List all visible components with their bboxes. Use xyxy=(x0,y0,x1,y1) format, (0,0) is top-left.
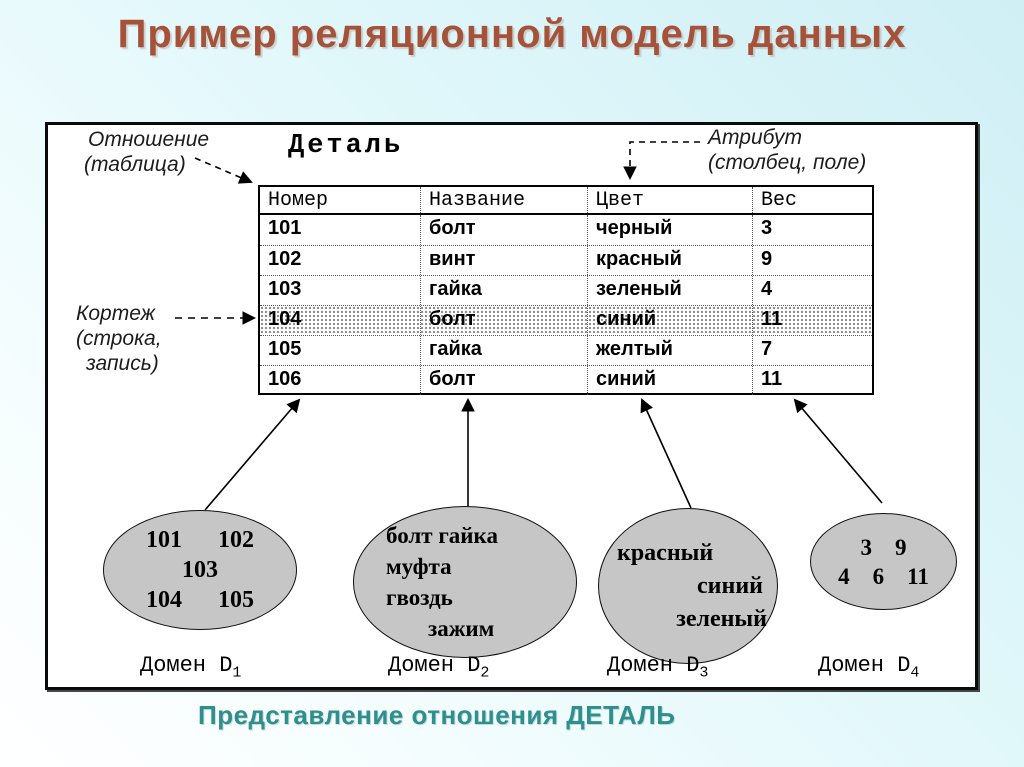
tuple-annotation-title: Кортеж xyxy=(76,302,156,325)
tuple-annotation-line3: запись) xyxy=(86,352,159,375)
domain-label-subscript: 1 xyxy=(232,664,242,682)
cell-weight: 11 xyxy=(752,366,872,395)
cell-number: 101 xyxy=(268,217,302,239)
domain-values-line: 104 105 xyxy=(146,587,254,613)
table-header-row: Номер Название Цвет Вес xyxy=(260,187,872,215)
domain-values-line: 101 102 xyxy=(146,527,254,553)
table-name: Деталь xyxy=(288,131,404,161)
cell-name: гайка xyxy=(420,336,587,365)
domain-label-subscript: 2 xyxy=(480,664,490,682)
arrow-attribute-to-column xyxy=(623,141,700,181)
domain-label-text: Домен D xyxy=(818,653,911,678)
attribute-annotation-subtitle: (столбец, поле) xyxy=(708,151,867,174)
attribute-annotation-title: Атрибут xyxy=(708,126,802,149)
cell-number: 105 xyxy=(268,338,302,360)
relation-table: Номер Название Цвет Вес 101 болт черный … xyxy=(258,185,874,395)
domain-4-ellipse: 3 9 4 6 11 xyxy=(810,513,957,610)
cell-color: желтый xyxy=(587,336,752,365)
column-header: Вес xyxy=(752,187,872,213)
domain-values-line: 3 9 xyxy=(860,534,907,560)
domain-label-text: Домен D xyxy=(607,653,700,678)
column-header: Название xyxy=(420,187,587,213)
tuple-annotation-line2: (строка, xyxy=(76,327,162,350)
cell-color: красный xyxy=(587,246,752,275)
domain-1-label: Домен D1 xyxy=(140,653,241,681)
cell-number: 104 xyxy=(268,308,302,330)
domain-values-line: красный xyxy=(617,539,714,566)
cell-name: болт xyxy=(420,366,587,395)
cell-weight: 4 xyxy=(752,276,872,305)
cell-color: синий xyxy=(587,366,752,395)
diagram-panel: Отношение (таблица) Деталь Атрибут (стол… xyxy=(45,122,978,690)
slide-caption: Представление отношения ДЕТАЛЬ xyxy=(198,700,676,730)
domain-label-subscript: 3 xyxy=(699,664,709,682)
cell-weight: 9 xyxy=(752,246,872,275)
relation-annotation-subtitle: (таблица) xyxy=(84,153,186,176)
attribute-annotation: Атрибут (столбец, поле) xyxy=(708,125,866,175)
cell-color: черный xyxy=(587,215,752,245)
cell-name: болт xyxy=(420,306,587,335)
domain-2-label: Домен D2 xyxy=(388,653,489,681)
domain-values-line: болт гайка xyxy=(386,523,498,548)
table-row-highlighted-tuple: 104 болт синий 11 xyxy=(260,305,872,335)
tuple-annotation: Кортеж (строка, запись) xyxy=(76,301,162,376)
domain-values-line: зажим xyxy=(428,616,495,641)
cell-name: болт xyxy=(420,215,587,245)
cell-name: винт xyxy=(420,246,587,275)
arrow-domain4-to-column xyxy=(793,398,883,504)
cell-weight: 3 xyxy=(752,215,872,245)
domain-3-ellipse: красный синий зеленый xyxy=(598,508,778,664)
domain-4-label: Домен D4 xyxy=(818,653,919,681)
domain-label-text: Домен D xyxy=(388,653,481,678)
cell-color: зеленый xyxy=(587,276,752,305)
domain-values-line: муфта xyxy=(386,554,452,579)
domain-label-subscript: 4 xyxy=(910,664,920,682)
table-row: 102 винт красный 9 xyxy=(260,245,872,275)
table-row: 106 болт синий 11 xyxy=(260,365,872,395)
cell-color: синий xyxy=(587,306,752,335)
column-header: Цвет xyxy=(587,187,752,213)
arrow-domain3-to-column xyxy=(640,398,692,509)
cell-number: 103 xyxy=(268,278,302,300)
domain-3-label: Домен D3 xyxy=(607,653,708,681)
cell-number: 106 xyxy=(268,368,302,390)
cell-name: гайка xyxy=(420,276,587,305)
domain-2-ellipse: болт гайка муфта гвоздь зажим xyxy=(353,506,577,658)
cell-weight: 7 xyxy=(752,336,872,365)
table-row: 101 болт черный 3 xyxy=(260,215,872,245)
cell-weight: 11 xyxy=(752,306,872,335)
column-header: Номер xyxy=(268,189,329,212)
relation-annotation: Отношение (таблица) xyxy=(84,127,209,177)
domain-values-line: синий xyxy=(697,572,763,599)
domain-label-text: Домен D xyxy=(140,653,233,678)
domain-values-line: гвоздь xyxy=(386,585,453,610)
table-row: 105 гайка желтый 7 xyxy=(260,335,872,365)
domain-values-line: 4 6 11 xyxy=(838,563,929,589)
page-title: Пример реляционной модель данных xyxy=(117,12,907,56)
domain-values-line: 103 xyxy=(182,557,218,583)
arrow-domain1-to-column xyxy=(204,398,301,511)
table-row: 103 гайка зеленый 4 xyxy=(260,275,872,305)
relation-annotation-title: Отношение xyxy=(88,128,210,151)
domain-values-line: зеленый xyxy=(676,605,767,632)
domain-1-ellipse: 101 102 103 104 105 xyxy=(103,510,297,630)
cell-number: 102 xyxy=(268,248,302,270)
